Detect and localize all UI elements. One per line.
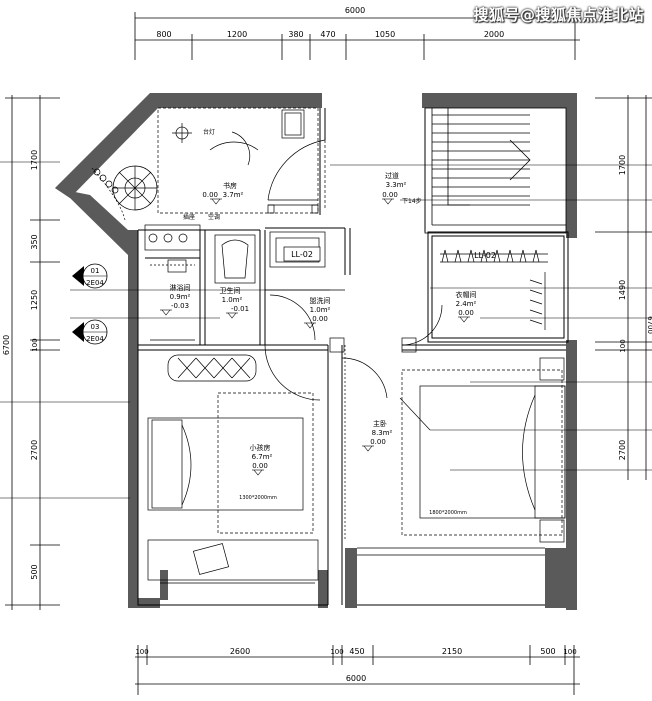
bottom-dim-4: 450: [349, 647, 364, 656]
shower-area: 0.9m²: [170, 293, 191, 301]
kids-name: 小孩房: [250, 443, 271, 452]
study-name: 书房: [223, 181, 237, 190]
shower-name: 淋浴间: [170, 283, 191, 292]
bathroom-name: 卫生间: [220, 286, 241, 295]
closet-hangers: [440, 249, 548, 330]
bottom-total-dim: 6000: [346, 674, 366, 683]
closet-name: 衣帽间: [456, 290, 477, 299]
outer-walls: [55, 93, 577, 610]
right-dim-3: 100: [619, 339, 627, 352]
section-marker-1-num: 01: [91, 267, 100, 275]
top-total-dim: 6000: [345, 6, 365, 15]
study-furniture: [157, 107, 319, 214]
closet-level: 0.00: [458, 309, 474, 317]
left-dim-3: 1250: [30, 290, 39, 310]
section-marker-2: [72, 319, 108, 345]
master-bed-size: 1800*2000mm: [429, 510, 467, 516]
top-dim-6: 2000: [484, 30, 504, 39]
ll-tag-1: LL-02: [283, 246, 321, 262]
corridor-door: [267, 139, 326, 210]
top-dim-3: 380: [288, 30, 303, 39]
shower-level: -0.03: [171, 302, 189, 310]
right-dim-4: 2700: [618, 440, 627, 460]
left-total-dim: 6700: [2, 335, 11, 355]
lamp-label: 台灯: [203, 128, 215, 136]
ll-tag-2: LL-02: [474, 251, 496, 260]
corridor-area: 3.3m²: [386, 181, 407, 189]
tag-aircon: 空调: [208, 213, 220, 221]
bathroom-level: -0.01: [231, 305, 249, 313]
leader-lines: [0, 161, 652, 499]
section-marker-2-ref: 2E04: [86, 335, 104, 343]
kids-room-furniture: [147, 354, 319, 584]
kids-level: 0.00: [252, 462, 268, 470]
watermark-text: 搜狐号@搜狐焦点淮北站: [473, 6, 644, 24]
left-dimension-chain: [5, 95, 60, 610]
section-marker-2-num: 03: [91, 323, 100, 331]
right-dim-2: 1490: [618, 280, 627, 300]
kids-bed-size: 1300*2000mm: [239, 495, 277, 501]
top-dim-2: 1200: [227, 30, 247, 39]
kids-area: 6.7m²: [252, 453, 273, 461]
wash-name: 盥洗间: [310, 296, 331, 305]
left-dim-1: 1700: [30, 150, 39, 170]
study-area: 3.7m²: [223, 191, 244, 199]
top-dim-4: 470: [320, 30, 335, 39]
right-total-dim: 6700: [646, 316, 652, 334]
top-dim-1: 800: [156, 30, 171, 39]
door-swings: [264, 294, 443, 401]
corridor-name: 过道: [385, 171, 399, 180]
master-level: 0.00: [370, 438, 386, 446]
master-bedroom-furniture: [341, 345, 566, 556]
bottom-dim-7: 100: [563, 648, 576, 656]
master-name: 主卧: [373, 419, 387, 428]
section-marker-1-ref: 2E04: [86, 279, 104, 287]
wash-area: 1.0m²: [310, 306, 331, 314]
closet-area: 2.4m²: [456, 300, 477, 308]
master-area: 8.3m²: [372, 429, 393, 437]
corridor-down-note: 下14步: [402, 197, 422, 205]
bottom-dim-1: 100: [135, 648, 148, 656]
study-level: 0.00: [202, 191, 218, 199]
tag-socket: 插座: [183, 213, 195, 221]
right-dimension-chain: [595, 95, 652, 480]
left-dim-4: 100: [31, 338, 39, 351]
bathroom-area: 1.0m²: [222, 296, 243, 304]
corridor-level: 0.00: [382, 191, 398, 199]
left-dim-6: 500: [30, 564, 39, 579]
interior-walls: [137, 108, 569, 606]
round-window-seat: [91, 165, 158, 221]
top-dimension-chain: [134, 12, 580, 60]
left-dim-2: 350: [30, 234, 39, 249]
bottom-dim-5: 2150: [442, 647, 462, 656]
bottom-dim-6: 500: [540, 647, 555, 656]
staircase: [424, 107, 567, 234]
top-dim-5: 1050: [375, 30, 395, 39]
ll-tag-1-label: LL-02: [291, 250, 313, 259]
wash-level: 0.00: [312, 315, 328, 323]
bottom-dimension-chain: [135, 645, 580, 695]
section-marker-1: [72, 263, 108, 289]
bottom-dim-3: 100: [330, 648, 343, 656]
level-markers: [160, 198, 470, 476]
ll-tag-2-label: LL-02: [474, 251, 496, 260]
left-dim-5: 2700: [30, 440, 39, 460]
bottom-dim-2: 2600: [230, 647, 250, 656]
